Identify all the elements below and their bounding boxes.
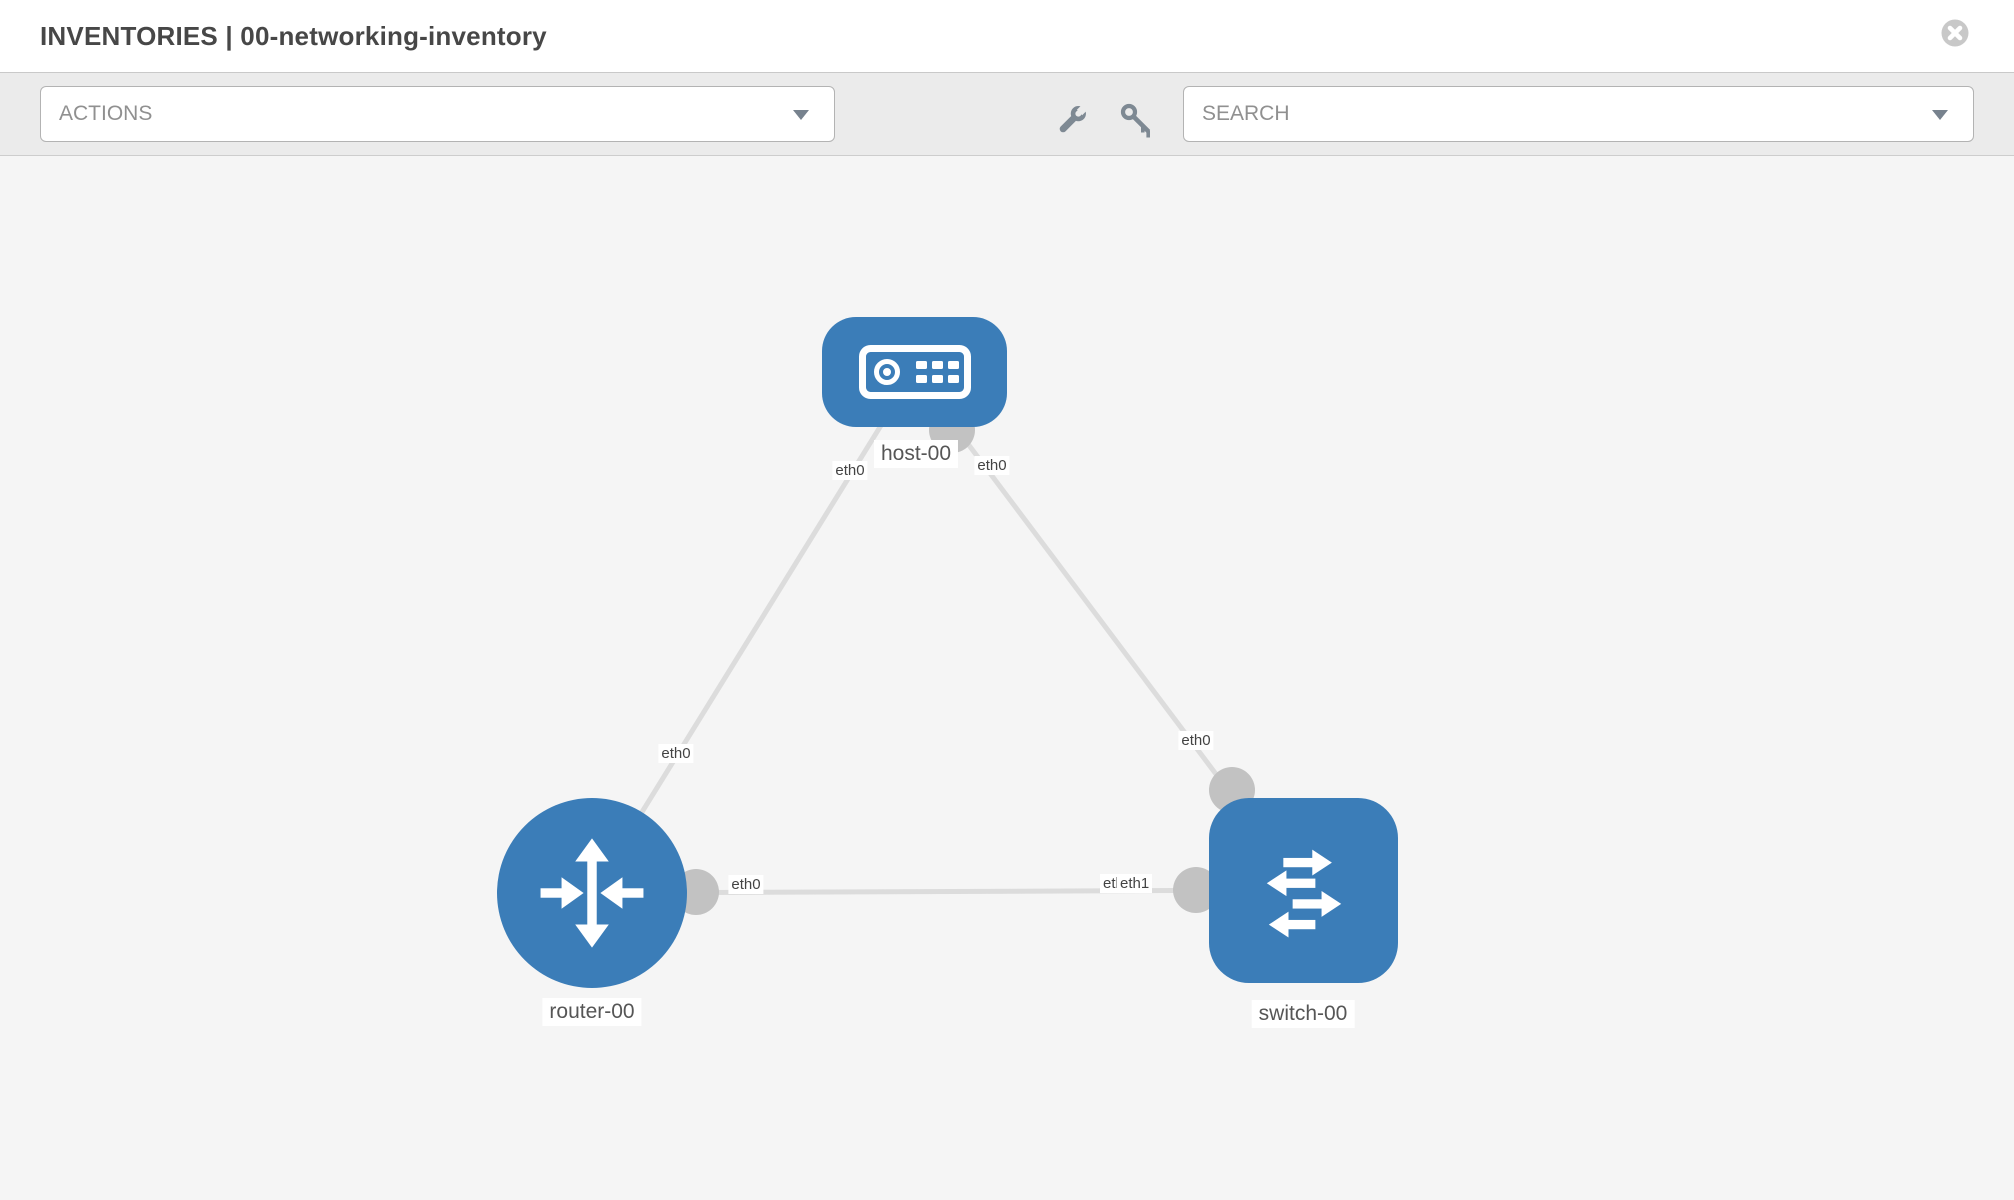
router-icon: [540, 838, 644, 948]
switch-icon: [1266, 849, 1341, 937]
interface-label-switch-eth1-to-router: eth1: [1117, 874, 1153, 893]
link-host-router[interactable]: [589, 370, 917, 895]
actions-dropdown[interactable]: ACTIONS: [40, 86, 835, 142]
node-router-00[interactable]: [497, 798, 687, 988]
node-label-host-00: host-00: [873, 440, 959, 468]
toolbar: ACTIONS: [0, 73, 2014, 156]
search-dropdown[interactable]: SEARCH: [1183, 86, 1974, 142]
interface-dot[interactable]: [1173, 867, 1219, 913]
host-icon: [858, 345, 971, 399]
interface-label-router-eth0-to-switch: eth0: [728, 875, 764, 894]
topology-canvas[interactable]: host-00 router-00 switch-00 eth0 eth0 et…: [0, 156, 2014, 1200]
chevron-down-icon: [793, 110, 809, 120]
interface-label-switch-eth0-to-host: eth0: [1178, 731, 1214, 750]
chevron-down-icon: [1932, 110, 1948, 120]
search-dropdown-label: SEARCH: [1202, 102, 1290, 125]
node-host-00[interactable]: [822, 317, 1007, 427]
header-bar: INVENTORIES | 00-networking-inventory: [0, 0, 2014, 73]
interface-label-router-eth0-to-host: eth0: [658, 744, 694, 763]
node-switch-00[interactable]: [1209, 798, 1398, 983]
interface-label-host-eth0-to-switch: eth0: [974, 456, 1010, 475]
actions-dropdown-label: ACTIONS: [59, 102, 153, 125]
close-icon: [1941, 19, 1969, 47]
wrench-icon: [1059, 103, 1089, 133]
page-title: INVENTORIES | 00-networking-inventory: [40, 21, 547, 51]
configure-button[interactable]: [1052, 100, 1092, 140]
key-icon: [1120, 103, 1151, 138]
node-label-switch-00: switch-00: [1251, 1000, 1355, 1028]
node-label-router-00: router-00: [542, 998, 642, 1026]
close-button[interactable]: [1941, 19, 1969, 47]
credentials-button[interactable]: [1117, 100, 1157, 140]
interface-label-host-eth0-to-router: eth0: [832, 461, 868, 480]
topology-links-layer: [589, 370, 1305, 915]
